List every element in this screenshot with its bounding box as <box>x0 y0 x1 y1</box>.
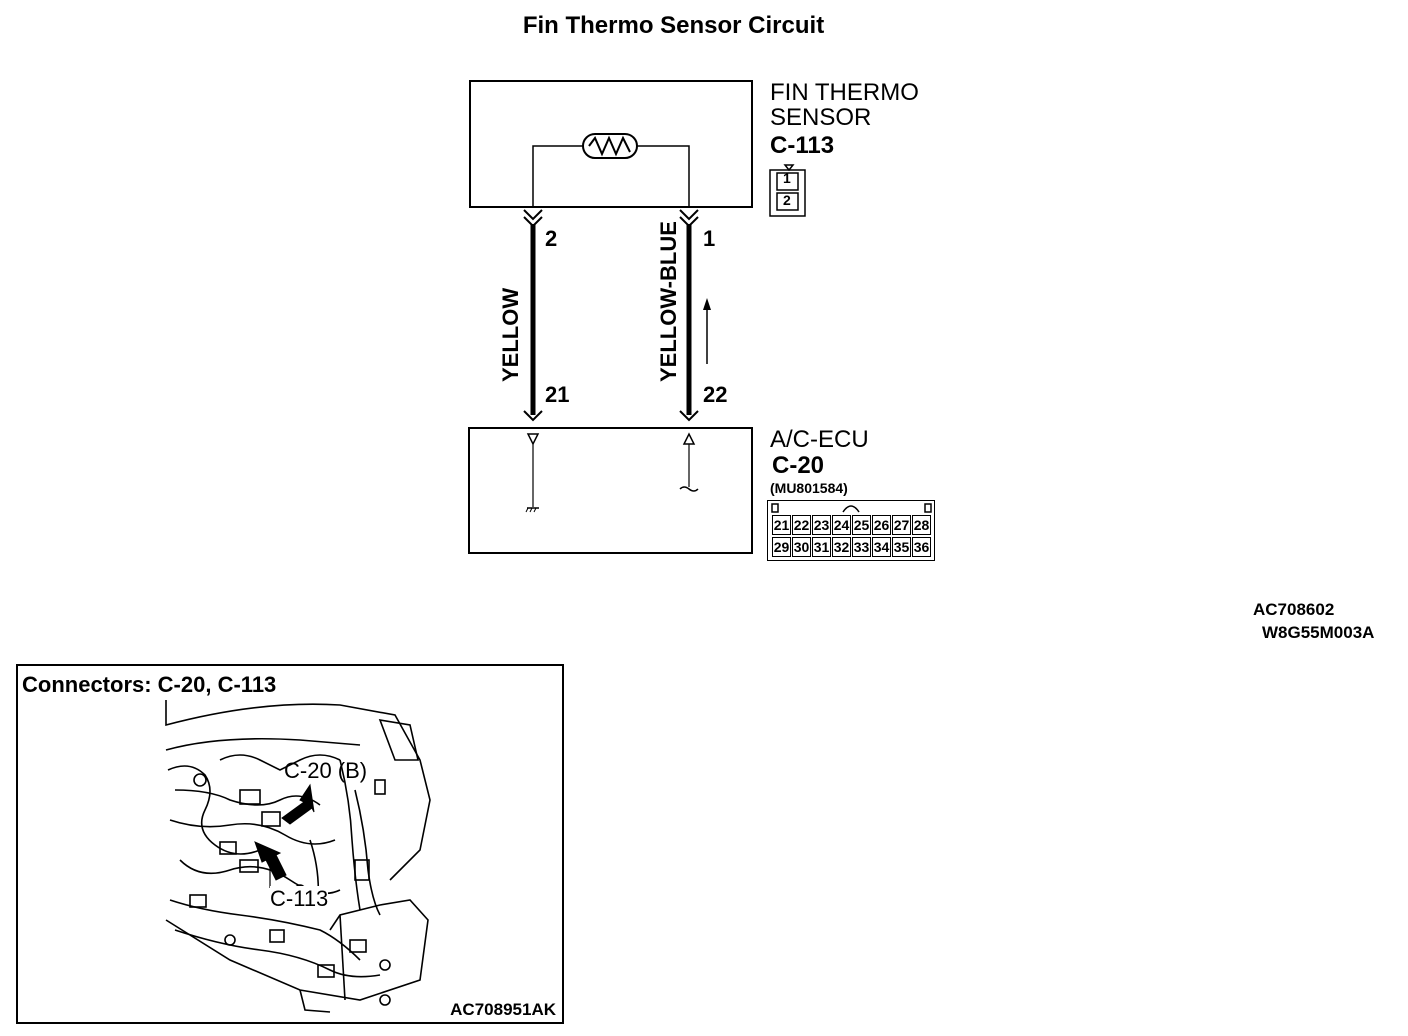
inset-label-c20: C-20 (B) <box>284 758 368 783</box>
drawing-code: W8G55M003A <box>1262 623 1375 642</box>
wire-color-yellow-blue: YELLOW-BLUE <box>656 221 681 382</box>
ecu-grid-pin: 25 <box>852 515 871 535</box>
sensor-internal-wire-right <box>637 145 690 207</box>
ecu-grid-pin: 26 <box>872 515 891 535</box>
connector-chevron-icon <box>523 209 699 228</box>
ecu-grid-pin: 35 <box>892 537 911 557</box>
harness-illustration <box>165 700 431 1013</box>
diagram-title: Fin Thermo Sensor Circuit <box>522 12 825 39</box>
inset-label-c113: C-113 <box>270 886 329 912</box>
ecu-grid-pin: 34 <box>872 537 891 557</box>
ecu-input-icon <box>679 432 699 492</box>
sensor-internal-wire <box>532 145 583 207</box>
wire-color-yellow: YELLOW <box>498 287 523 382</box>
ecu-pin-22: 22 <box>703 382 728 407</box>
sensor-connector-icon <box>769 164 806 217</box>
sensor-name-line1: FIN THERMO <box>770 79 919 106</box>
inset-title: Connectors: C-20, C-113 <box>22 672 281 698</box>
sensor-box <box>469 80 753 208</box>
ecu-grid-pin: 31 <box>812 537 831 557</box>
ecu-pin-21: 21 <box>545 382 570 407</box>
figure-code: AC708602 <box>1253 600 1335 619</box>
ecu-grid-pin: 24 <box>832 515 851 535</box>
ecu-grid-pin: 36 <box>912 537 931 557</box>
sensor-connector-pin-2: 2 <box>783 192 791 208</box>
ecu-grid-pin: 23 <box>812 515 831 535</box>
ecu-grid-pin: 33 <box>852 537 871 557</box>
ecu-grid-pin: 21 <box>772 515 791 535</box>
ecu-grid-pin: 28 <box>912 515 931 535</box>
connector-chevron-bottom-icon <box>523 410 699 422</box>
ecu-grid-pin: 27 <box>892 515 911 535</box>
arrow-to-c20-icon <box>281 783 315 825</box>
ecu-grid-pin: 22 <box>792 515 811 535</box>
sensor-pin-2: 2 <box>545 226 558 251</box>
ecu-grid-pin: 30 <box>792 537 811 557</box>
ecu-name: A/C-ECU <box>770 426 869 453</box>
ecu-part-number: (MU801584) <box>770 480 848 496</box>
ecu-connector-label: C-20 <box>772 452 825 479</box>
sensor-connector-pin-1: 1 <box>783 170 791 186</box>
ground-icon <box>525 433 540 513</box>
ecu-box <box>468 427 753 554</box>
ecu-grid-pin: 32 <box>832 537 851 557</box>
sensor-pin-1: 1 <box>703 226 716 251</box>
inset-code: AC708951AK <box>450 1000 556 1020</box>
sensor-connector-label: C-113 <box>770 132 835 159</box>
thermistor-icon <box>582 133 638 159</box>
ecu-grid-pin: 29 <box>772 537 791 557</box>
sensor-name-line2: SENSOR <box>770 104 872 131</box>
ecu-connector-notch-icon <box>771 503 932 513</box>
ecu-connector-grid: 21 22 23 24 25 26 27 28 29 30 31 32 33 3… <box>767 500 935 561</box>
connector-location-inset: Connectors: C-20, C-113 C-20 (B) C-113 A… <box>16 664 564 1024</box>
signal-direction-arrow-icon <box>703 298 711 364</box>
